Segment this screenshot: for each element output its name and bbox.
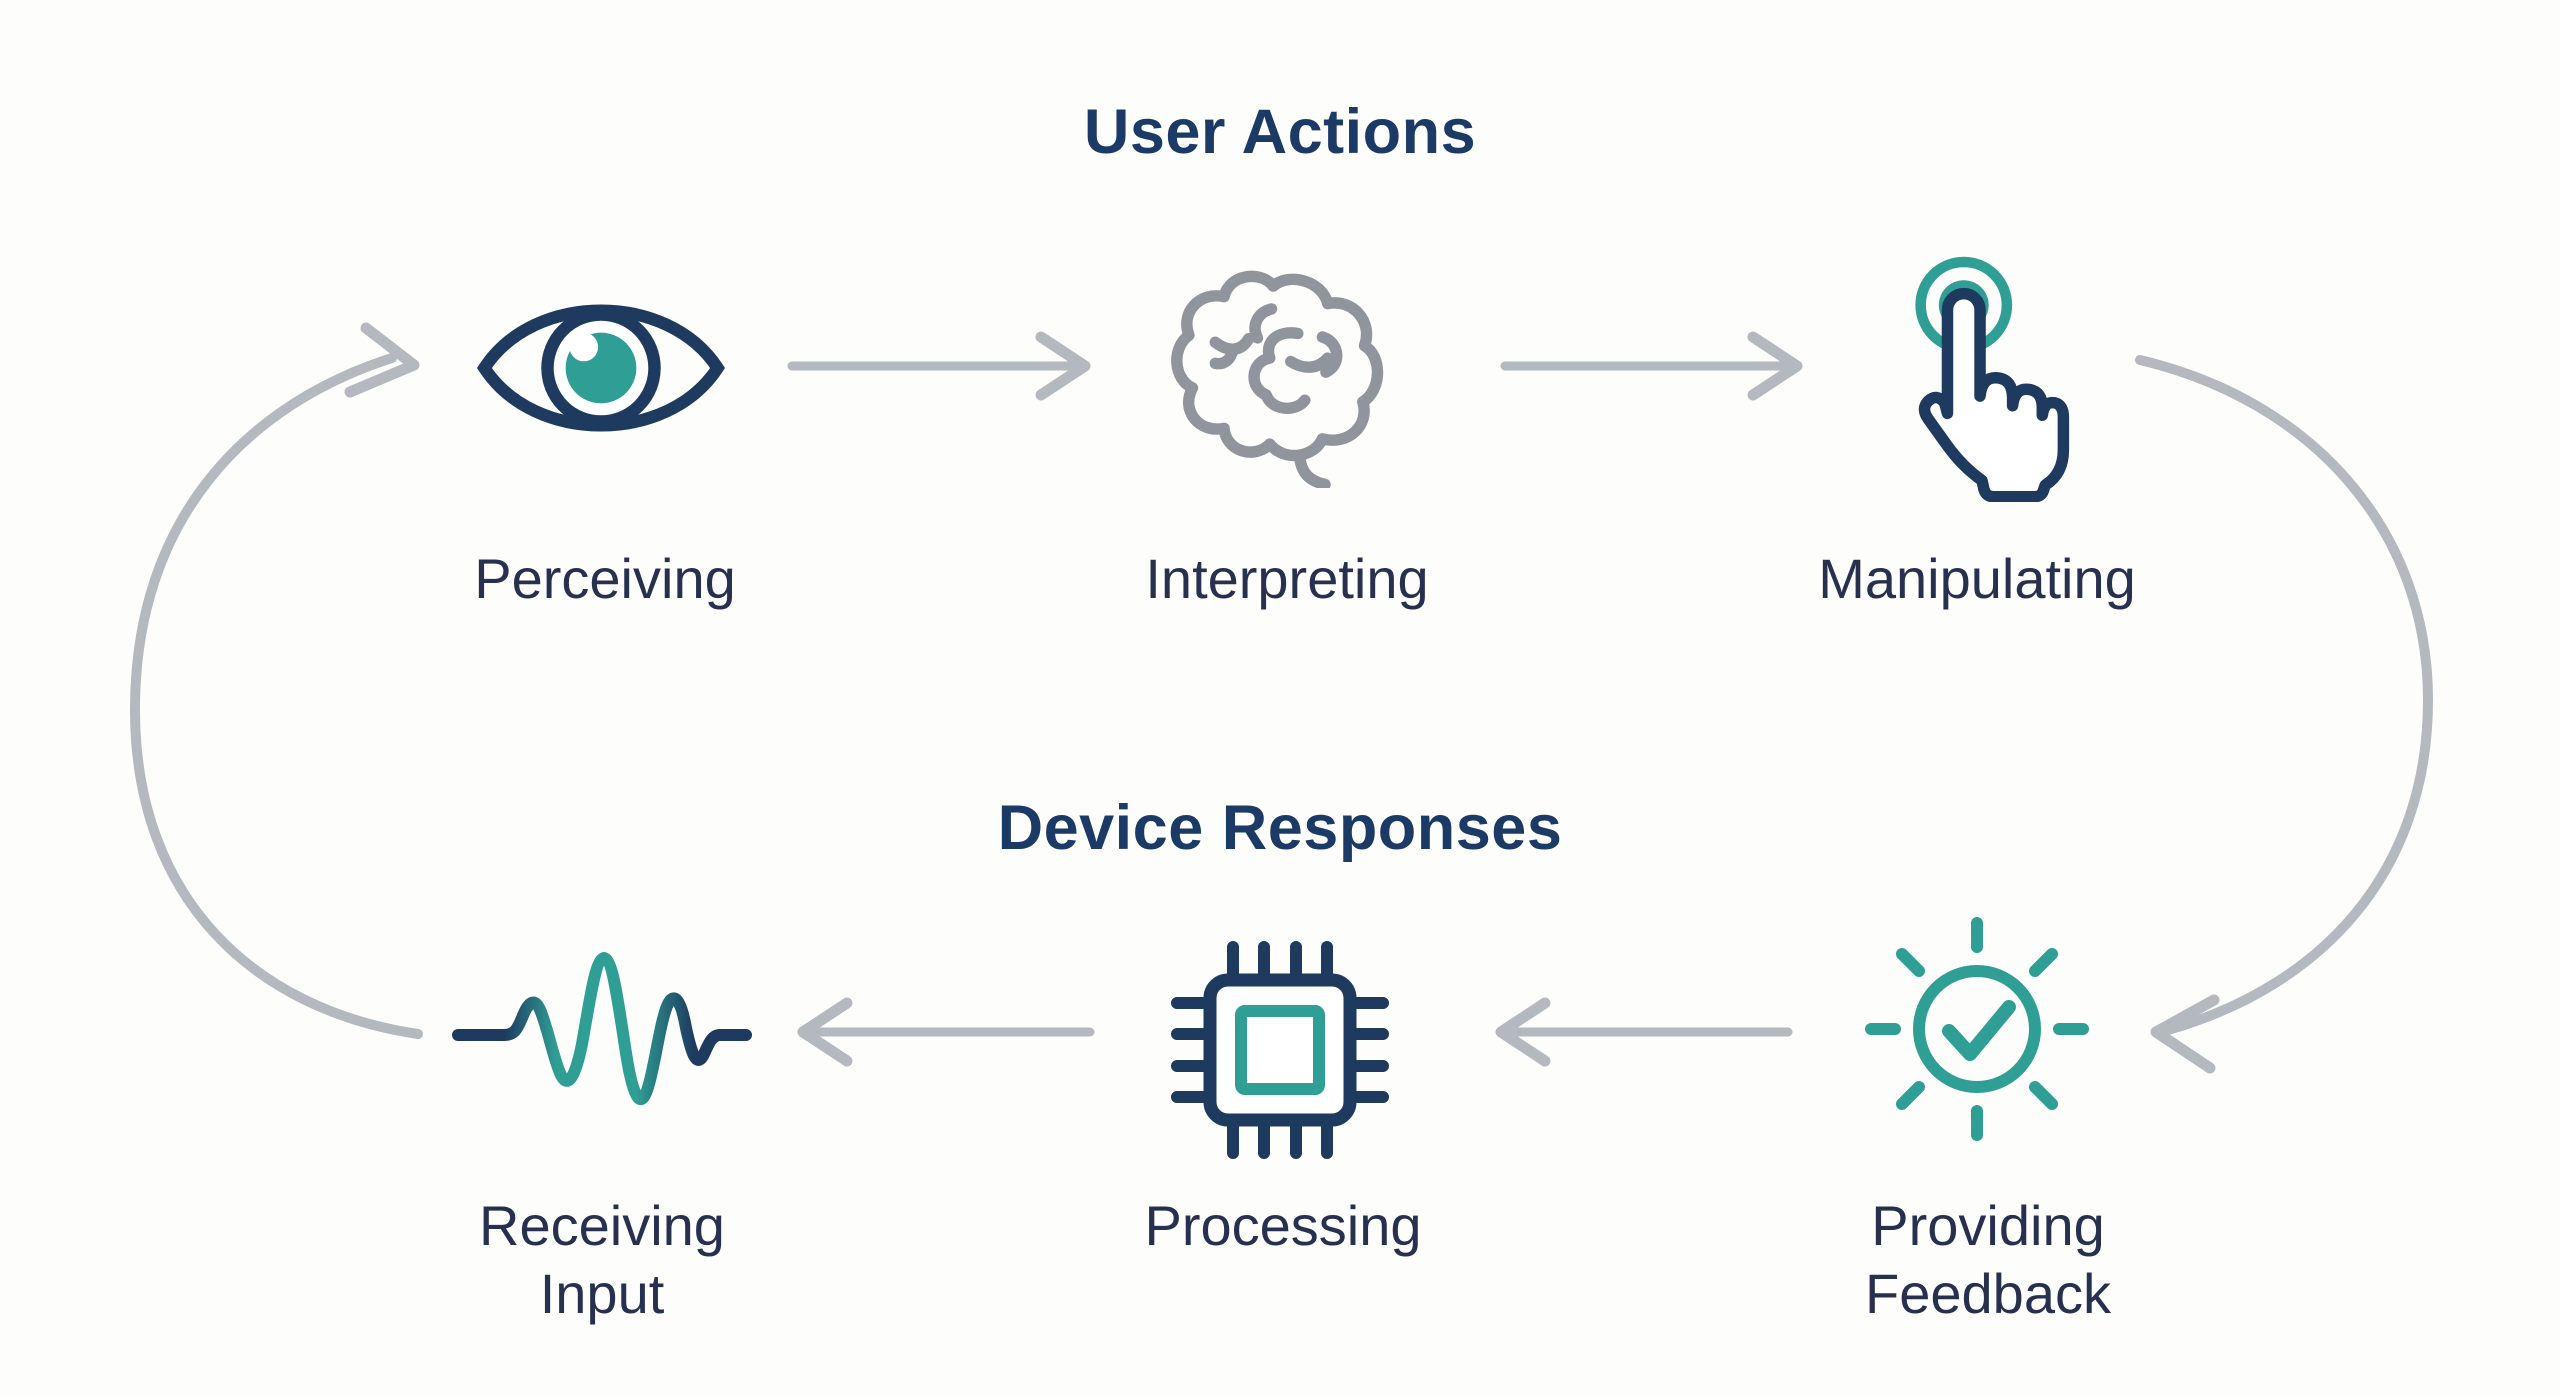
processor-chip-icon <box>1165 935 1395 1165</box>
label-receiving-input: Receiving Input <box>479 1194 725 1326</box>
label-perceiving: Perceiving <box>474 547 736 610</box>
label-interpreting: Interpreting <box>1145 547 1429 610</box>
device-responses-title: Device Responses <box>997 793 1563 863</box>
brain-icon <box>1156 258 1394 488</box>
arrow-feedback-to-processing <box>1495 997 1793 1067</box>
sun-check-icon <box>1857 909 2097 1149</box>
arrow-perceiving-to-interpreting <box>787 331 1091 401</box>
curve-receiving-to-perceiving <box>129 322 423 1039</box>
label-manipulating: Manipulating <box>1818 547 2136 610</box>
curve-manipulating-to-feedback <box>2135 355 2434 1074</box>
arrow-interpreting-to-manipulating <box>1500 331 1803 401</box>
label-providing-feedback: Providing Feedback <box>1865 1194 2111 1326</box>
tap-hand-icon <box>1890 250 2072 502</box>
sound-wave-icon <box>452 938 752 1128</box>
label-processing: Processing <box>1144 1194 1422 1257</box>
arrow-processing-to-receiving <box>797 997 1095 1067</box>
eye-icon <box>470 282 732 454</box>
user-actions-title: User Actions <box>1083 97 1477 167</box>
